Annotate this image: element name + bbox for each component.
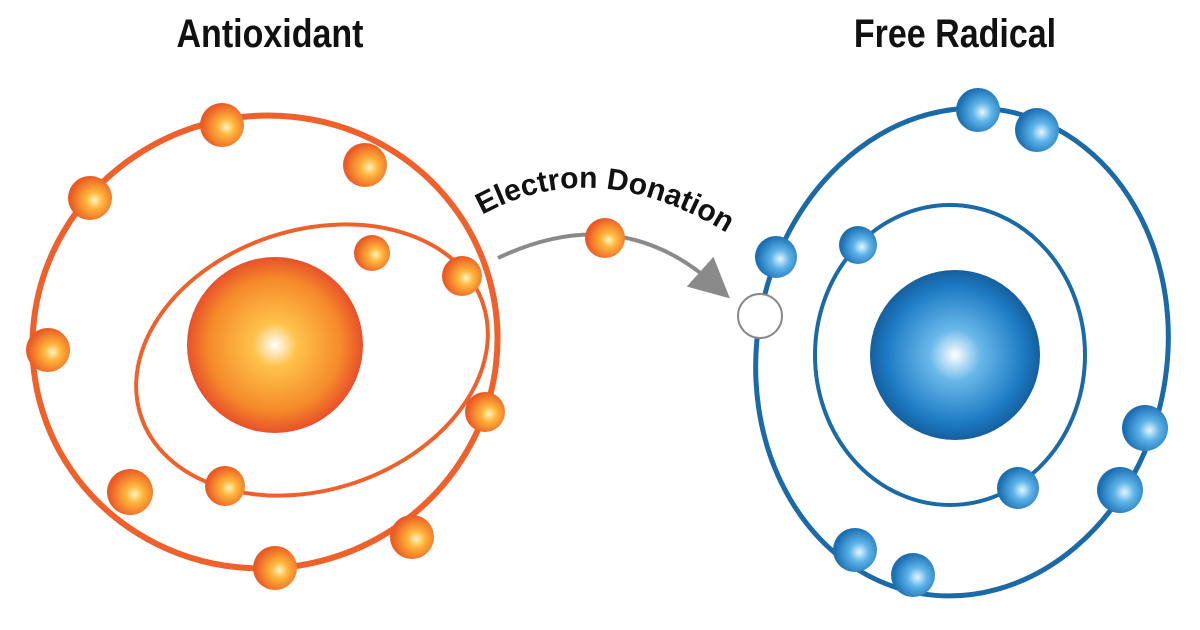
electron	[253, 546, 297, 590]
electron-vacancy	[737, 293, 783, 339]
electron	[891, 553, 935, 597]
antioxidant-electrons	[26, 103, 505, 590]
antioxidant-atom	[26, 103, 505, 590]
electron	[26, 328, 70, 372]
electron	[343, 143, 387, 187]
electron	[205, 466, 245, 506]
donated-electron	[585, 218, 625, 258]
electron	[200, 103, 244, 147]
electron-donation: Electron Donation	[470, 162, 740, 299]
free-radical-title: Free Radical	[853, 12, 1057, 56]
free-radical-inner-orbit	[813, 203, 1087, 507]
electron	[68, 176, 112, 220]
electron	[442, 256, 482, 296]
electron	[956, 88, 1000, 132]
electron	[1097, 467, 1143, 513]
electron	[839, 226, 877, 264]
electron	[107, 469, 153, 515]
electron	[390, 515, 434, 559]
free-radical-electrons	[755, 88, 1168, 597]
electron	[833, 528, 877, 572]
electron	[354, 235, 390, 271]
antioxidant-title: Antioxidant	[176, 12, 364, 56]
electron	[997, 467, 1039, 509]
free-radical-atom	[737, 88, 1171, 599]
electron	[465, 392, 505, 432]
electron	[1122, 405, 1168, 451]
electron	[755, 236, 797, 278]
antioxidant-nucleus	[187, 257, 363, 433]
electron	[1015, 108, 1059, 152]
free-radical-nucleus	[870, 270, 1040, 440]
antioxidant-inner-orbit	[134, 222, 490, 498]
